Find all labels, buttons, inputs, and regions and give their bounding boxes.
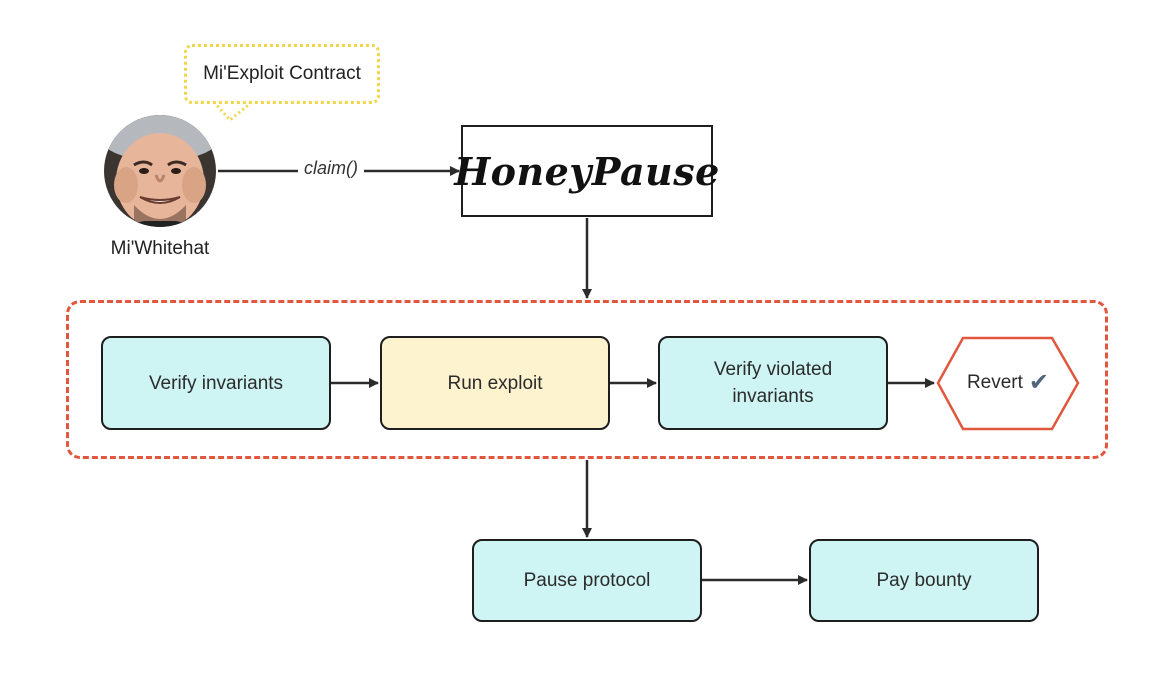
step-verify-invariants: Verify invariants	[101, 336, 331, 430]
honeypause-title: HoneyPause	[454, 148, 720, 194]
whitehat-avatar-icon	[104, 115, 216, 227]
step-label: Revert	[966, 372, 1023, 393]
step-run-exploit: Run exploit	[380, 336, 610, 430]
claim-call-label: claim()	[298, 158, 364, 179]
step-pause-protocol: Pause protocol	[472, 539, 702, 622]
check-icon: ✔	[1028, 369, 1050, 396]
step-revert: Revert ✔	[938, 360, 1078, 406]
step-label: Pause protocol	[523, 570, 651, 591]
atomic-check-group-frame	[66, 300, 1108, 459]
speech-bubble-tail	[212, 100, 253, 123]
honeypause-contract-box: HoneyPause	[454, 125, 719, 217]
revert-hexagon	[936, 336, 1080, 431]
speech-bubble-text: Mi'Exploit Contract	[203, 63, 361, 84]
step-label: Verify violated invariants	[713, 359, 833, 407]
avatar	[104, 115, 216, 227]
step-label: Run exploit	[447, 372, 543, 394]
speech-bubble: Mi'Exploit Contract	[184, 44, 380, 104]
step-label: Verify invariants	[148, 372, 284, 394]
step-pay-bounty: Pay bounty	[809, 539, 1039, 622]
step-label: Pay bounty	[876, 570, 972, 591]
actor-label: Mi'Whitehat	[110, 238, 210, 259]
step-verify-violated-invariants: Verify violated invariants	[658, 336, 888, 430]
